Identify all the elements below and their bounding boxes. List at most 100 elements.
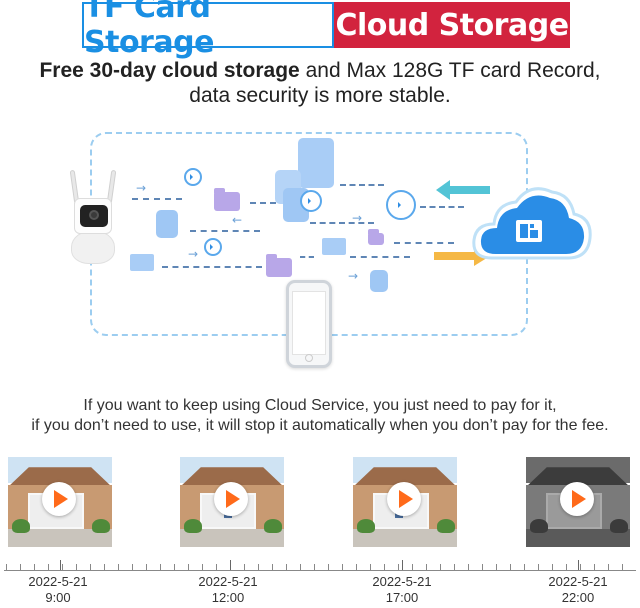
timeline-tick xyxy=(482,564,483,570)
timeline-major-tick xyxy=(578,560,579,570)
video-thumbnail-2[interactable] xyxy=(180,457,284,547)
tf-card-storage-badge: TF Card Storage xyxy=(82,0,334,60)
timeline-tick xyxy=(160,564,161,570)
timeline-tick xyxy=(34,564,35,570)
flow-line xyxy=(310,222,374,224)
document-icon xyxy=(156,210,178,238)
timeline-tick xyxy=(356,564,357,570)
arrow-icon: → xyxy=(348,269,359,283)
timeline-tick xyxy=(580,564,581,570)
folder-icon xyxy=(214,188,240,211)
timeline-tick xyxy=(454,564,455,570)
timeline-tick xyxy=(132,564,133,570)
storage-header: TF Card Storage Cloud Storage xyxy=(82,0,570,60)
timestamp-time: 17:00 xyxy=(385,590,419,605)
timeline-tick xyxy=(384,564,385,570)
flow-line xyxy=(350,256,410,258)
timeline-major-tick xyxy=(60,560,61,570)
timeline-tick xyxy=(468,564,469,570)
timeline-tick xyxy=(286,564,287,570)
subtitle-bold: Free 30-day cloud storage xyxy=(39,59,300,82)
timeline-tick xyxy=(6,564,7,570)
folder-icon xyxy=(368,229,384,245)
timestamp-time: 12:00 xyxy=(211,590,245,605)
timeline-tick xyxy=(76,564,77,570)
timeline-tick xyxy=(594,564,595,570)
timeline-tick xyxy=(118,564,119,570)
incoming-arrow-icon xyxy=(436,180,490,200)
timestamp-date: 2022-5-21 xyxy=(198,574,258,589)
timeline-tick xyxy=(146,564,147,570)
service-line2: if you don’t need to use, it will stop i… xyxy=(31,417,609,434)
timeline-tick xyxy=(314,564,315,570)
play-icon[interactable] xyxy=(387,482,421,516)
camera-icon xyxy=(69,169,117,265)
timestamp-time: 22:00 xyxy=(561,590,595,605)
timeline-tick xyxy=(370,564,371,570)
timeline-tick xyxy=(300,564,301,570)
timeline-tick xyxy=(258,564,259,570)
timeline-tick xyxy=(608,564,609,570)
service-line1: If you want to keep using Cloud Service,… xyxy=(83,397,557,414)
timeline-tick xyxy=(524,564,525,570)
video-thumbnail-4[interactable] xyxy=(526,457,630,547)
flow-line xyxy=(162,266,262,268)
timeline-tick xyxy=(188,564,189,570)
timestamp-date: 2022-5-21 xyxy=(372,574,432,589)
timeline-major-tick xyxy=(402,560,403,570)
play-icon xyxy=(386,190,416,220)
subtitle: Free 30-day cloud storage and Max 128G T… xyxy=(0,58,640,108)
play-icon xyxy=(300,190,322,212)
play-icon[interactable] xyxy=(214,482,248,516)
play-icon[interactable] xyxy=(560,482,594,516)
arrow-icon: ← xyxy=(232,213,243,227)
subtitle-rest: and Max 128G TF card Record, xyxy=(299,59,601,82)
timeline-tick xyxy=(412,564,413,570)
play-icon xyxy=(184,168,202,186)
document-icon xyxy=(298,138,334,188)
storage-diagram: → ← → → → xyxy=(0,130,640,375)
timeline-tick xyxy=(272,564,273,570)
smartphone-icon xyxy=(286,280,332,368)
timeline-tick xyxy=(342,564,343,570)
timeline-tick xyxy=(496,564,497,570)
mail-icon xyxy=(322,238,346,255)
timeline-tick xyxy=(328,564,329,570)
play-icon[interactable] xyxy=(42,482,76,516)
timeline-tick xyxy=(552,564,553,570)
mail-icon xyxy=(130,254,154,271)
timeline xyxy=(4,560,636,572)
flow-line xyxy=(132,198,182,200)
document-icon xyxy=(370,270,388,292)
timeline-tick xyxy=(48,564,49,570)
timeline-tick xyxy=(566,564,567,570)
flow-line xyxy=(420,206,464,208)
timeline-tick xyxy=(202,564,203,570)
timeline-major-tick xyxy=(230,560,231,570)
timeline-tick xyxy=(20,564,21,570)
timestamp-4: 2022-5-21 22:00 xyxy=(526,574,630,606)
timeline-tick xyxy=(622,564,623,570)
flow-line xyxy=(250,202,276,204)
service-note: If you want to keep using Cloud Service,… xyxy=(0,396,640,436)
timestamp-2: 2022-5-21 12:00 xyxy=(176,574,280,606)
folder-icon xyxy=(266,254,292,277)
timestamp-3: 2022-5-21 17:00 xyxy=(350,574,454,606)
cloud-storage-badge: Cloud Storage xyxy=(334,2,570,48)
flow-line xyxy=(300,256,314,258)
timeline-tick xyxy=(538,564,539,570)
flow-line xyxy=(340,184,384,186)
timeline-tick xyxy=(174,564,175,570)
timeline-tick xyxy=(398,564,399,570)
video-thumbnail-1[interactable] xyxy=(8,457,112,547)
timeline-tick xyxy=(244,564,245,570)
timestamp-date: 2022-5-21 xyxy=(28,574,88,589)
timeline-tick xyxy=(216,564,217,570)
play-icon xyxy=(204,238,222,256)
timeline-tick xyxy=(510,564,511,570)
video-thumbnail-3[interactable] xyxy=(353,457,457,547)
timestamp-date: 2022-5-21 xyxy=(548,574,608,589)
subtitle-line2: data security is more stable. xyxy=(189,84,451,107)
arrow-icon: → xyxy=(188,247,199,261)
timeline-tick xyxy=(426,564,427,570)
